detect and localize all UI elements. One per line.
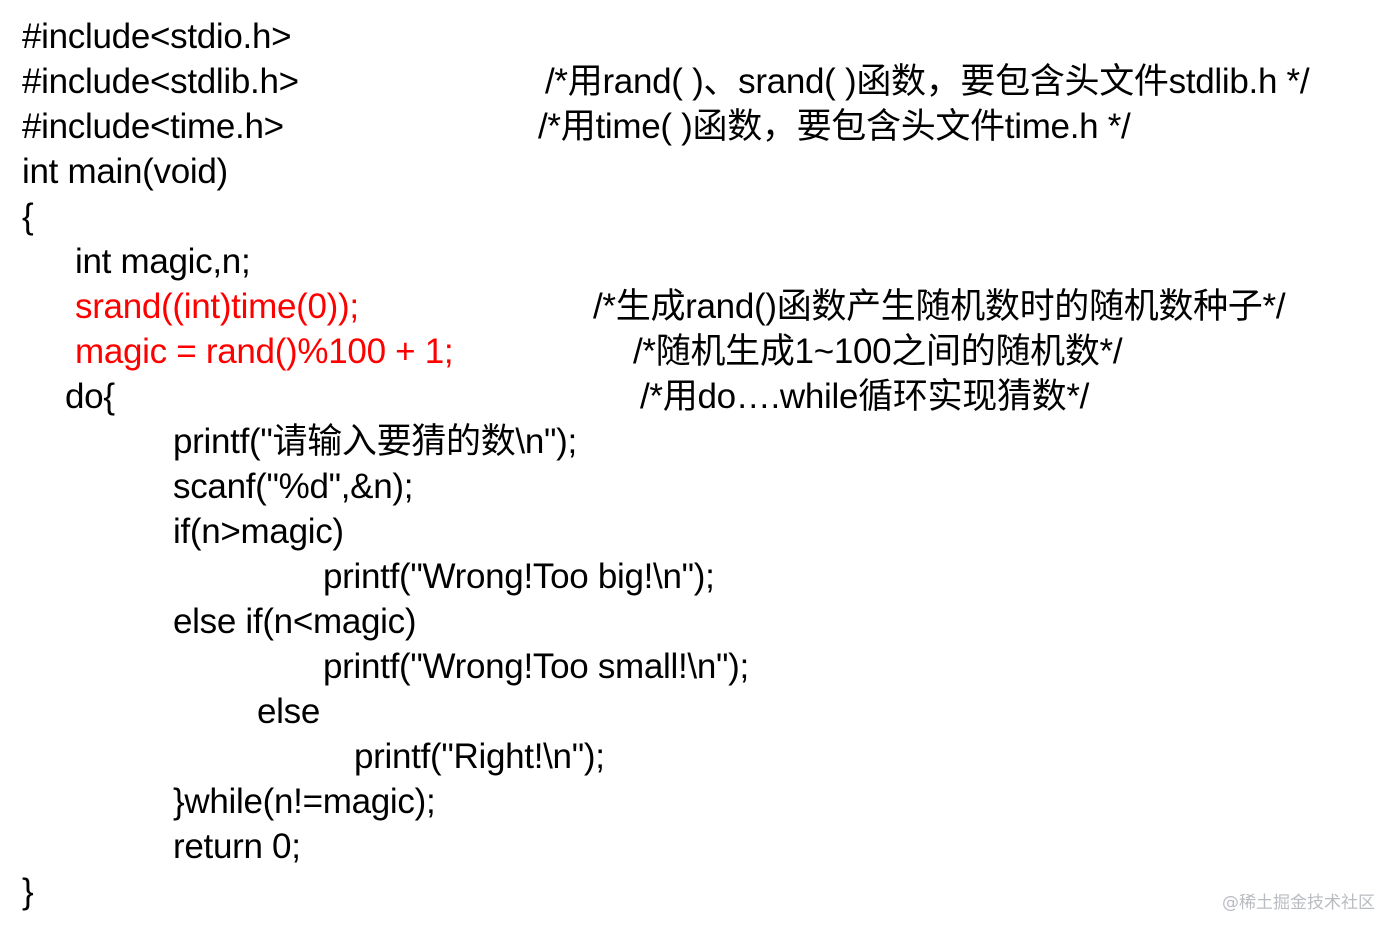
code-line-return: return 0; [173,827,301,866]
code-line-do: do{ [65,377,115,416]
code-line-printf-too-big: printf("Wrong!Too big!\n"); [323,557,715,596]
code-line-include-time: #include<time.h> [22,107,284,146]
comment-stdlib: /*用rand( )、srand( )函数，要包含头文件stdlib.h */ [545,62,1310,101]
comment-time: /*用time( )函数，要包含头文件time.h */ [538,107,1131,146]
code-line-include-stdio: #include<stdio.h> [22,17,292,56]
code-line-if-big: if(n>magic) [173,512,344,551]
comment-random-range: /*随机生成1~100之间的随机数*/ [633,332,1123,371]
comment-srand: /*生成rand()函数产生随机数时的随机数种子*/ [593,287,1286,326]
code-line-open-brace: { [22,197,34,236]
code-line-include-stdlib: #include<stdlib.h> [22,62,299,101]
comment-do-while: /*用do….while循环实现猜数*/ [640,377,1090,416]
watermark-text: @稀土掘金技术社区 [1222,893,1375,913]
code-line-printf-right: printf("Right!\n"); [354,737,605,776]
code-line-declare-vars: int magic,n; [75,242,251,281]
code-line-while: }while(n!=magic); [173,782,436,821]
code-line-close-brace: } [22,872,34,911]
code-line-main: int main(void) [22,152,228,191]
code-line-else: else [257,692,321,731]
code-line-printf-prompt: printf("请输入要猜的数\n"); [173,422,577,461]
code-line-printf-too-small: printf("Wrong!Too small!\n"); [323,647,749,686]
code-line-scanf: scanf("%d",&n); [173,467,414,506]
code-line-else-if-small: else if(n<magic) [173,602,417,641]
code-line-magic-assign: magic = rand()%100 + 1; [75,332,454,371]
code-line-srand: srand((int)time(0)); [75,287,359,326]
